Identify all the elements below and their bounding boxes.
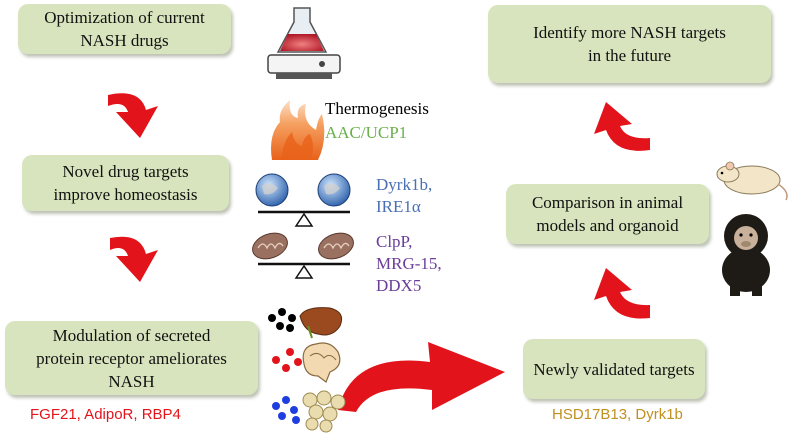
box-modulation-text: Modulation of secreted protein receptor …	[36, 325, 227, 391]
label-clpp-group: ClpP, MRG-15, DDX5	[376, 232, 442, 295]
mitochondria-balance-icon	[252, 232, 354, 279]
box-identify: Identify more NASH targets in the future	[488, 5, 771, 83]
adipose-icon	[302, 390, 346, 433]
blue-dots-icon	[272, 396, 300, 424]
box-novel-targets: Novel drug targets improve homeostasis	[22, 155, 229, 211]
arrow-up-2	[594, 268, 650, 319]
box-newly-validated-text: Newly validated targets	[533, 359, 695, 379]
box-newly-validated: Newly validated targets	[523, 339, 705, 399]
box-optimization: Optimization of current NASH drugs	[18, 4, 231, 54]
black-dots-icon	[268, 308, 296, 332]
box-modulation: Modulation of secreted protein receptor …	[5, 321, 258, 395]
arrow-up-1	[594, 102, 650, 151]
globe-balance-icon	[255, 173, 351, 227]
label-dyrk-ire: Dyrk1b, IRE1α	[376, 175, 433, 216]
box-optimization-text: Optimization of current NASH drugs	[44, 8, 205, 50]
arrow-down-2	[110, 236, 158, 282]
red-dots-icon	[272, 348, 302, 372]
box-novel-targets-text: Novel drug targets improve homeostasis	[53, 162, 198, 204]
flask-hotplate-icon	[267, 7, 341, 79]
brain-icon	[302, 342, 341, 383]
fire-icon	[271, 100, 325, 160]
box-identify-text: Identify more NASH targets in the future	[533, 23, 726, 65]
chimpanzee-icon	[722, 214, 770, 296]
label-thermogenesis: Thermogenesis	[325, 99, 429, 118]
liver-icon	[299, 307, 343, 339]
box-comparison-text: Comparison in animal models and organoid	[531, 193, 684, 235]
mouse-icon	[716, 161, 788, 201]
label-aac-ucp1: AAC/UCP1	[325, 123, 408, 142]
arrow-down-1	[108, 93, 158, 138]
box-comparison: Comparison in animal models and organoid	[506, 184, 709, 244]
label-validated-targets: HSD17B13, Dyrk1b	[552, 406, 683, 423]
arrow-to-validated	[338, 342, 505, 412]
label-secreted-targets: FGF21, AdipoR, RBP4	[30, 406, 181, 423]
